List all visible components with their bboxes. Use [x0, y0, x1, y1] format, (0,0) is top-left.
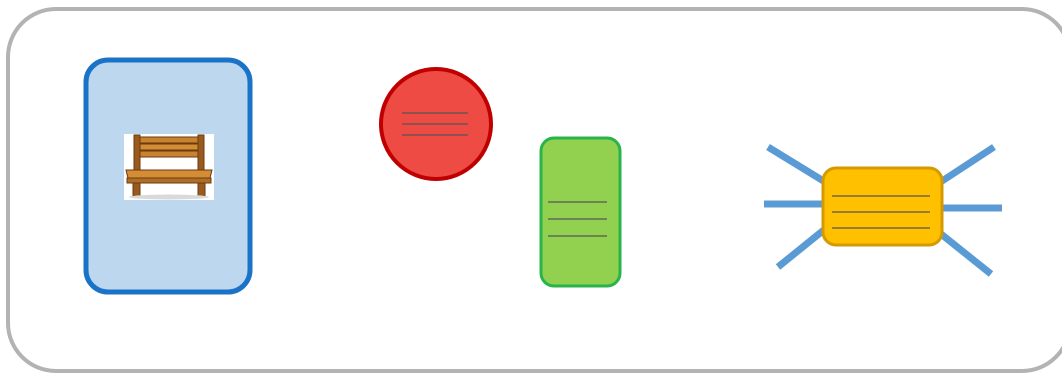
bench-icon — [124, 134, 214, 200]
bench-card — [86, 60, 250, 292]
red-circle-node — [381, 69, 491, 179]
green-rect-node — [541, 138, 620, 286]
